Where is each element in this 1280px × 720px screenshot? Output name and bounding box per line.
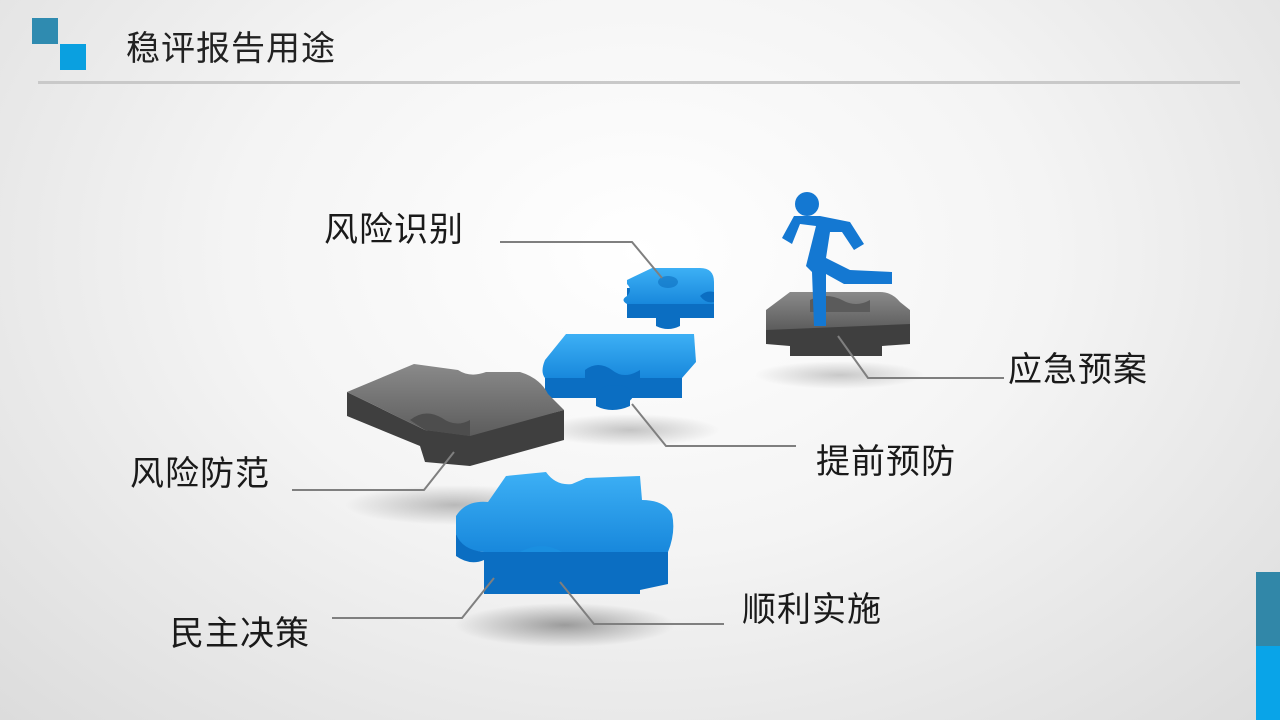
leader-risk-prevention [292, 451, 455, 491]
label-smooth-implementation: 顺利实施 [742, 590, 882, 630]
shadow-bottom-piece [455, 603, 675, 647]
running-man-icon [782, 192, 892, 326]
label-early-prevention: 提前预防 [816, 442, 956, 482]
label-democratic-decision: 民主决策 [170, 614, 310, 654]
puzzle-piece-gray [347, 364, 564, 466]
puzzle-piece-middle [542, 334, 696, 410]
puzzle-piece-top [623, 268, 714, 329]
shadow-middle-piece [540, 414, 720, 446]
leader-smooth-implementation [559, 581, 724, 625]
label-emergency-plan: 应急预案 [1008, 350, 1148, 390]
puzzle-piece-bottom [456, 472, 674, 594]
side-bar-top [1256, 572, 1280, 646]
logo-square-light [60, 44, 86, 70]
leader-risk-identification [500, 241, 663, 279]
title-divider [38, 81, 1240, 84]
label-risk-identification: 风险识别 [324, 210, 464, 250]
label-risk-prevention: 风险防范 [130, 454, 270, 494]
leader-emergency-plan [837, 335, 1004, 379]
leader-early-prevention [631, 403, 796, 447]
shadow-right-piece [755, 361, 925, 389]
side-bar-bottom [1256, 646, 1280, 720]
logo-square-dark [32, 18, 58, 44]
puzzle-piece-right [766, 292, 910, 356]
page-title: 稳评报告用途 [126, 29, 336, 69]
leader-democratic-decision [332, 577, 495, 619]
logo-squares-icon [32, 18, 86, 70]
